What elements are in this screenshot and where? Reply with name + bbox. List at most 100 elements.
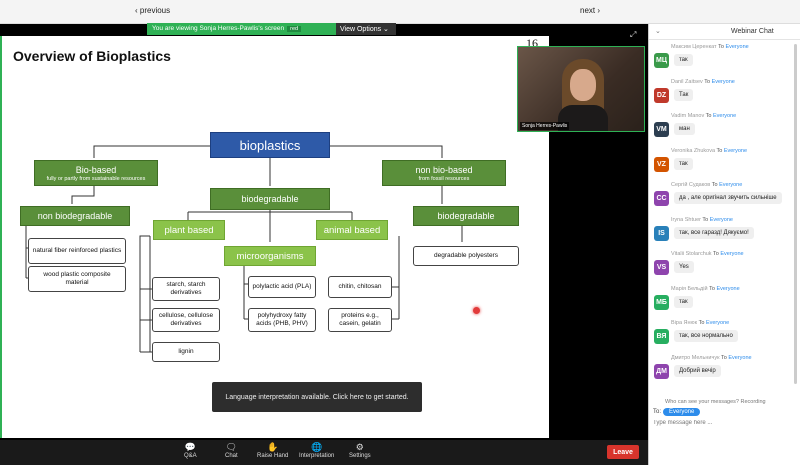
message-meta: Віра Янюк To Everyone bbox=[671, 320, 729, 326]
sender-name: Vadim Manov bbox=[671, 113, 705, 119]
screen-share-banner: You are viewing Sonja Herres-Pawlis's sc… bbox=[147, 23, 337, 35]
gear-icon: ⚙ bbox=[355, 442, 364, 452]
recipient-label: Everyone bbox=[728, 354, 752, 361]
who-can-see-link[interactable]: Who can see your messages? Recording bbox=[665, 399, 766, 405]
qa-label: Q&A bbox=[184, 453, 197, 459]
chat-scrollbar[interactable] bbox=[794, 44, 797, 384]
sender-name: Veronika Zhukova bbox=[671, 147, 716, 154]
sender-name: Марія Бельдій bbox=[671, 285, 708, 292]
avatar: МЦ bbox=[654, 53, 669, 68]
message-meta: Veronika Zhukova To Everyone bbox=[671, 148, 747, 154]
message-text: так bbox=[674, 54, 693, 66]
message-text: да , але оригінал звучить сильніше bbox=[674, 192, 782, 204]
node-microorganisms: microorganisms bbox=[224, 246, 316, 266]
recipient-dropdown[interactable]: Everyone bbox=[663, 408, 701, 416]
box-pha: polyhydroxy fatty acids (PHB, PHV) bbox=[248, 308, 316, 332]
to-label: To bbox=[709, 285, 715, 292]
box-starch: starch, starch derivatives bbox=[152, 277, 220, 301]
to-label: To bbox=[711, 182, 718, 188]
avatar: VM bbox=[654, 122, 669, 137]
avatar: IS bbox=[654, 225, 669, 241]
box-wood-plastic: wood plastic composite material bbox=[28, 266, 126, 292]
box-cellulose: cellulose, cellulose derivatives bbox=[152, 308, 220, 332]
sender-name: Максим Церенкат bbox=[671, 44, 717, 50]
laser-pointer bbox=[473, 307, 480, 314]
node-plant-based: plant based bbox=[153, 220, 225, 240]
node-non-bio-based-sub: from fossil resources bbox=[418, 175, 470, 182]
to-label: To bbox=[721, 354, 727, 361]
message-meta: Максим Церенкат To Everyone bbox=[671, 44, 749, 50]
to-label: To bbox=[716, 147, 723, 154]
box-chitin: chitin, chitosan bbox=[328, 276, 392, 298]
message-meta: Дмитро Мельничук To Everyone bbox=[671, 355, 752, 361]
expand-icon[interactable]: ⤢ bbox=[630, 30, 637, 39]
settings-label: Settings bbox=[349, 453, 371, 459]
recipient-label: Everyone bbox=[720, 251, 744, 257]
message-text: так bbox=[674, 295, 693, 308]
avatar: ДМ bbox=[654, 363, 669, 379]
webinar-chat-panel: ⌄ Webinar Chat Максим Церенкат To Everyo… bbox=[648, 24, 800, 465]
box-proteins: proteins e.g., casein, gelatin bbox=[328, 308, 392, 332]
avatar: ВЯ bbox=[654, 329, 669, 344]
chevron-down-icon[interactable]: ⌄ bbox=[655, 28, 661, 35]
message-meta: Vitalii Stolarchuk To Everyone bbox=[671, 251, 744, 257]
banner-text: You are viewing Sonja Herres-Pawlis's sc… bbox=[152, 25, 285, 32]
node-bio-based-label: Bio-based bbox=[75, 164, 117, 175]
box-lignin: lignin bbox=[152, 342, 220, 362]
message-meta: Сергій Судаков To Everyone bbox=[671, 182, 742, 188]
hand-icon: ✋ bbox=[267, 442, 279, 452]
shared-slide: Overview of Bioplastics 16 bbox=[0, 36, 549, 438]
raise-hand-label: Raise Hand bbox=[257, 453, 289, 459]
avatar: DZ bbox=[654, 87, 669, 103]
qa-button[interactable]: 💬 Q&A bbox=[184, 442, 197, 459]
banner-badge: red bbox=[287, 26, 302, 32]
node-bio-based: Bio-based fully or partly from sustainab… bbox=[34, 160, 158, 186]
message-text: Yes bbox=[674, 261, 694, 273]
sender-name: Віра Янюк bbox=[671, 320, 698, 326]
speaker-face bbox=[570, 69, 596, 101]
interpretation-toast[interactable]: Language interpretation available. Click… bbox=[212, 382, 422, 412]
next-link[interactable]: next › bbox=[580, 6, 601, 15]
view-options-button[interactable]: View Options ⌄ bbox=[336, 23, 396, 35]
message-text: так bbox=[674, 157, 693, 170]
message-text: так, все нормально bbox=[674, 330, 738, 342]
message-meta: Iryna Shtuer To Everyone bbox=[671, 217, 733, 223]
recipient-label: Everyone bbox=[709, 216, 733, 223]
chat-icon: 🗨 bbox=[225, 442, 238, 452]
slide-title: Overview of Bioplastics bbox=[13, 48, 171, 64]
settings-button[interactable]: ⚙ Settings bbox=[349, 442, 371, 459]
speaker-video[interactable]: Sonja Herres-Pawlis bbox=[517, 46, 645, 132]
node-bioplastics: bioplastics bbox=[210, 132, 330, 158]
message-meta: Марія Бельдій To Everyone bbox=[671, 286, 740, 292]
to-label: To bbox=[704, 78, 711, 85]
recipient-label: Everyone bbox=[711, 78, 735, 85]
chat-to-label: To: bbox=[653, 409, 662, 415]
globe-icon: 🌐 bbox=[311, 442, 323, 452]
to-label: To bbox=[705, 113, 712, 119]
box-natural-fiber: natural fiber reinforced plastics bbox=[28, 238, 126, 264]
to-label: To bbox=[713, 251, 719, 257]
message-meta: Vadim Manov To Everyone bbox=[671, 113, 736, 119]
leave-button[interactable]: Leave bbox=[607, 445, 639, 459]
recipient-label: Everyone bbox=[719, 182, 743, 188]
box-degradable-polyesters: degradable polyesters bbox=[413, 246, 519, 266]
recipient-label: Everyone bbox=[716, 285, 740, 292]
avatar: СС bbox=[654, 191, 669, 206]
recipient-label: Everyone bbox=[705, 320, 730, 326]
node-non-biodegradable: non biodegradable bbox=[20, 206, 130, 226]
recipient-label: Everyone bbox=[725, 44, 749, 50]
top-nav: ‹ previous next › bbox=[0, 0, 800, 24]
node-bio-based-sub: fully or partly from sustainable resourc… bbox=[46, 175, 146, 182]
to-label: To bbox=[702, 216, 709, 223]
chat-message-input[interactable] bbox=[653, 420, 793, 426]
speaker-name-tag: Sonja Herres-Pawlis bbox=[520, 122, 570, 130]
previous-link[interactable]: ‹ previous bbox=[135, 6, 171, 15]
raise-hand-button[interactable]: ✋ Raise Hand bbox=[257, 442, 288, 459]
recipient-label: Everyone bbox=[713, 113, 737, 119]
avatar: VS bbox=[654, 260, 669, 275]
interpretation-button[interactable]: 🌐 Interpretation bbox=[299, 442, 334, 459]
sender-name: Danil Zaitsev bbox=[671, 78, 703, 85]
chat-button[interactable]: 🗨 Chat bbox=[225, 442, 238, 459]
message-text: Добрий вечір bbox=[674, 364, 721, 377]
chat-header: ⌄ Webinar Chat bbox=[649, 24, 800, 40]
